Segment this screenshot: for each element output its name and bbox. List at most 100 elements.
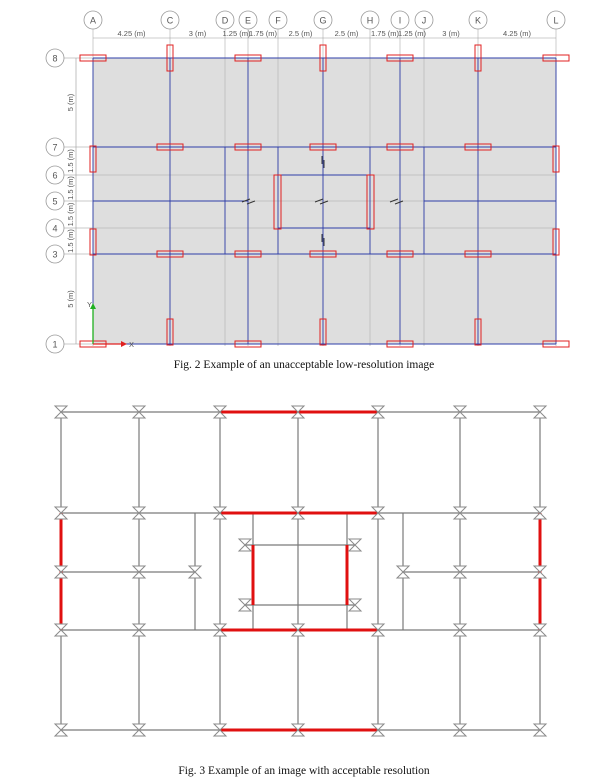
dimension-label-x: 1.25 (m) [398, 29, 426, 38]
grid-bubble-label: L [553, 16, 558, 26]
node-symbol [212, 623, 228, 637]
node-symbol [53, 723, 69, 737]
load-arrow-symbol [321, 234, 325, 246]
grid-bubble-x [268, 10, 288, 30]
grid-bubble-x [546, 10, 566, 30]
grid-bubble-y [45, 334, 65, 354]
grid-bubble-label: E [245, 16, 251, 26]
columns [79, 44, 570, 348]
node-bowtie [290, 405, 306, 419]
node-bowtie [237, 598, 253, 612]
node-symbol [131, 405, 147, 419]
node-bowtie [370, 405, 386, 419]
grid-bubble-x [160, 10, 180, 30]
grid-bubble-y [45, 191, 65, 211]
node-bowtie [370, 723, 386, 737]
node-bowtie [53, 506, 69, 520]
grid-bubble-label: 5 [52, 197, 57, 207]
grid-bubble-x [215, 10, 235, 30]
node-bowtie [347, 598, 363, 612]
grid-bubble-y [45, 48, 65, 68]
dimension-label-x: 4.25 (m) [118, 29, 146, 38]
node-bowtie [131, 623, 147, 637]
node-symbol [452, 565, 468, 579]
dimension-label-x: 4.25 (m) [503, 29, 531, 38]
highlighted-frames [59, 410, 542, 732]
node-symbol [370, 623, 386, 637]
node-symbol [131, 506, 147, 520]
node-symbol [532, 506, 548, 520]
node-symbol [131, 565, 147, 579]
grid-bubble-label: 8 [52, 54, 57, 64]
grid-bubble-x [238, 10, 258, 30]
grid-bubble-label: G [319, 16, 326, 26]
node-symbol [212, 506, 228, 520]
node-symbol [452, 506, 468, 520]
column-vertical [552, 228, 560, 256]
node-bowtie [290, 506, 306, 520]
load-arrow-symbol [389, 198, 404, 205]
node-symbol [452, 623, 468, 637]
grid-bubble-y [45, 244, 65, 264]
node-bowtie [452, 405, 468, 419]
column-vertical [319, 318, 327, 346]
dimension-label-y: 5 (m) [66, 93, 75, 111]
dimension-label-x: 3 (m) [189, 29, 207, 38]
column-horizontal [386, 340, 414, 348]
node-bowtie [532, 623, 548, 637]
column-horizontal [542, 54, 570, 62]
column-vertical [552, 145, 560, 173]
node-bowtie [131, 405, 147, 419]
node-symbol [212, 405, 228, 419]
node-symbol [452, 723, 468, 737]
node-symbol [395, 565, 411, 579]
column-horizontal [542, 340, 570, 348]
grid-bubble-x [468, 10, 488, 30]
node-symbol [53, 623, 69, 637]
node-symbol [131, 623, 147, 637]
column-horizontal [234, 340, 262, 348]
grid-bubble-label: 3 [52, 250, 57, 260]
node-bowtie [290, 723, 306, 737]
node-bowtie [53, 565, 69, 579]
dimension-label-x: 1.75 (m) [249, 29, 277, 38]
node-bowtie [53, 405, 69, 419]
node-symbol [532, 623, 548, 637]
node-bowtie [290, 623, 306, 637]
dimension-label-y: 5 (m) [66, 290, 75, 308]
grid-bubble-label: J [422, 16, 427, 26]
dimension-label-y: 1.5 (m) [66, 202, 75, 226]
grid-bubble-label: I [399, 16, 402, 26]
column-horizontal [386, 143, 414, 151]
node-bowtie [452, 623, 468, 637]
grid-bubble-label: A [90, 16, 96, 26]
node-bowtie [212, 623, 228, 637]
node-bowtie [131, 565, 147, 579]
column-horizontal [234, 250, 262, 258]
column-horizontal [234, 143, 262, 151]
node-symbol [290, 506, 306, 520]
axis-x-head [121, 341, 127, 347]
column-horizontal [309, 250, 337, 258]
node-bowtie [370, 506, 386, 520]
load-arrow-symbol [321, 156, 325, 168]
node-symbol [532, 723, 548, 737]
figure-3-caption: Fig. 3 Example of an image with acceptab… [178, 765, 430, 777]
node-symbol [452, 405, 468, 419]
grid-bubble-label: C [167, 16, 174, 26]
node-bowtie [532, 405, 548, 419]
node-symbol [53, 565, 69, 579]
grid-bubble-label: F [275, 16, 281, 26]
node-bowtie [347, 538, 363, 552]
node-symbol [53, 405, 69, 419]
grid-bubble-y [45, 218, 65, 238]
node-symbol [347, 598, 363, 612]
node-symbol [347, 538, 363, 552]
column-vertical [89, 145, 97, 173]
frame-lines [60, 411, 541, 731]
node-bowtie [212, 405, 228, 419]
grid-bubble-x [313, 10, 333, 30]
figure-3-plan [53, 405, 548, 737]
node-symbol [131, 723, 147, 737]
